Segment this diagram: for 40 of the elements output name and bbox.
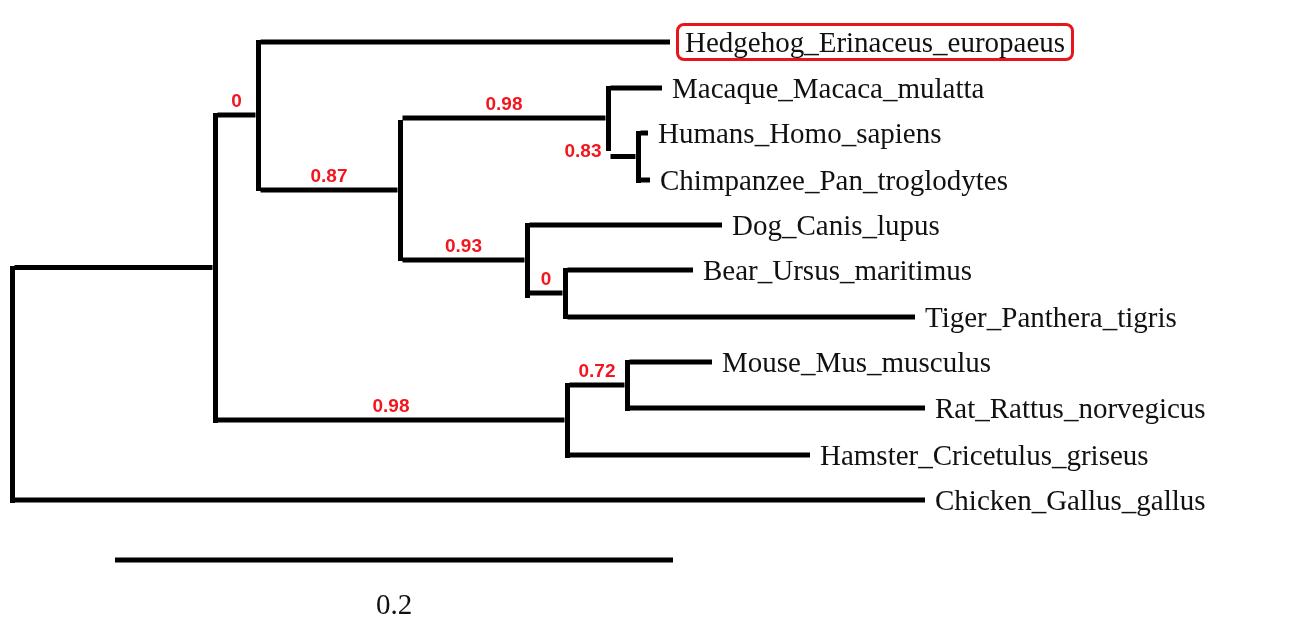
branch-line — [629, 359, 712, 365]
branch-line — [640, 177, 650, 183]
taxon-label: Hamster_Cricetulus_griseus — [820, 439, 1149, 471]
branch-line — [260, 39, 670, 45]
branch-line — [402, 257, 525, 263]
support-value: 0.98 — [485, 94, 523, 114]
support-value: 0 — [540, 269, 552, 289]
branch-line — [529, 290, 563, 296]
taxon-label: Chicken_Gallus_gallus — [935, 484, 1206, 516]
taxon-label: Mouse_Mus_musculus — [722, 346, 992, 378]
support-value: 0.83 — [564, 140, 602, 161]
branch-line — [217, 417, 565, 423]
support-value: 0.87 — [310, 166, 348, 186]
branch-line — [529, 222, 722, 228]
support-value: 0.93 — [445, 236, 482, 256]
branch-line — [14, 265, 213, 270]
taxon-label: Rat_Rattus_norvegicus — [935, 392, 1206, 424]
branch-line — [569, 382, 625, 388]
branch-line — [402, 115, 606, 121]
support-value: 0.98 — [372, 396, 410, 416]
branch-line — [217, 112, 256, 118]
branch-line — [567, 314, 915, 320]
taxon-label: Bear_Ursus_maritimus — [703, 254, 972, 286]
support-value: 0.72 — [578, 361, 616, 381]
branch-line — [610, 85, 662, 91]
branch-line — [260, 187, 398, 193]
support-value: 0 — [231, 91, 242, 111]
taxon-label: Tiger_Panthera_tigris — [925, 301, 1177, 333]
branch-line — [610, 154, 636, 159]
taxon-label: Dog_Canis_lupus — [732, 209, 940, 241]
taxon-label: Hedgehog_Erinaceus_europaeus — [676, 23, 1075, 61]
branch-line — [569, 452, 810, 458]
branch-line — [14, 497, 925, 503]
taxon-label: Humans_Homo_sapiens — [658, 117, 942, 149]
branch-line — [640, 130, 648, 136]
branch-line — [567, 267, 693, 273]
taxon-label: Macaque_Macaca_mulatta — [672, 72, 985, 104]
scale-value: 0.2 — [375, 588, 413, 618]
taxon-label: Chimpanzee_Pan_troglodytes — [660, 164, 1008, 196]
branch-line — [629, 405, 925, 411]
